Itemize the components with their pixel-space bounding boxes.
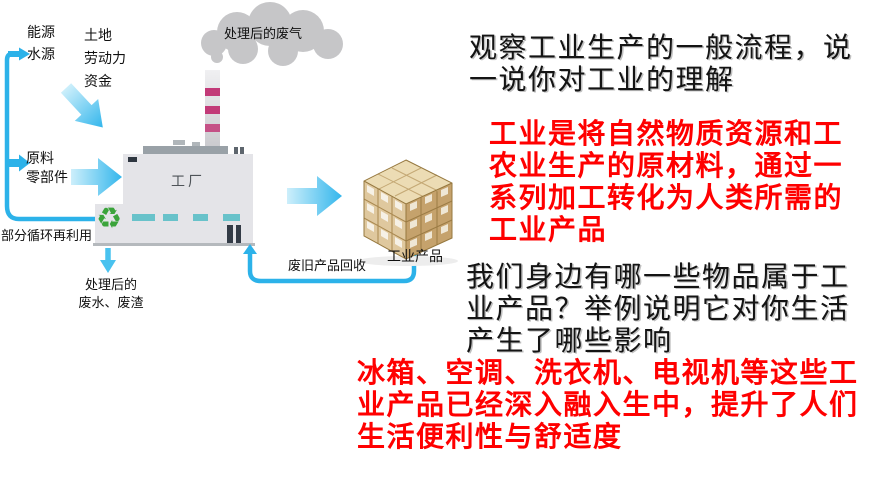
return-arrowhead: [243, 244, 257, 254]
answer-1-line: 系列加工转化为人类所需的: [489, 183, 844, 214]
roof-pipe: [234, 147, 238, 155]
waste-down-arrowhead: [100, 260, 116, 273]
recycle-note-label: 部分循环再利用: [1, 228, 93, 243]
factory-roof-band: [143, 146, 228, 155]
label-line: 土地: [84, 29, 112, 44]
facade-slit: [128, 157, 137, 162]
factors-arrow: [60, 83, 103, 128]
question-1: 观察工业生产的一般流程，说 一说你对工业的理解: [469, 33, 853, 97]
product-return-line: [247, 250, 417, 284]
flow-arrowheads: [7, 47, 257, 254]
label-line: 废水、废渣: [78, 295, 144, 310]
answer-2-line: 冰箱、空调、洗衣机、电视机等这些工: [357, 358, 859, 389]
answer-1: 工业是将自然物质资源和工 农业生产的原材料，通过一 系列加工转化为人类所需的 工…: [489, 119, 843, 247]
box-labels-right: [410, 187, 448, 248]
factory-windows: [132, 214, 240, 221]
energy-water-label: 能源 水源: [27, 23, 55, 67]
label-line: 处理后的: [84, 277, 137, 292]
label-line: 劳动力: [84, 52, 126, 67]
answer-1-line: 工业是将自然物质资源和工: [489, 119, 844, 150]
factory-base: [93, 243, 255, 246]
recycle-icon: ♻: [96, 201, 122, 235]
raw-materials-label: 原料 零部件: [26, 150, 68, 188]
answer-1-line: 农业生产的原材料，通过一: [489, 151, 844, 182]
materials-arrow-big: [71, 158, 122, 196]
materials-arrow-small: [7, 154, 30, 172]
box-grid-top: [377, 167, 439, 198]
factory-annex: [95, 204, 123, 244]
label-line: 原料: [26, 152, 54, 167]
box-outline: [363, 159, 453, 260]
question-2: 我们身边有哪一些物品属于工 业产品？举例说明它对你生活 产生了哪些影响: [466, 262, 850, 358]
roof-pipe: [240, 147, 244, 155]
factory-doors: [227, 225, 241, 243]
question-1-line: 观察工业生产的一般流程，说: [469, 33, 853, 64]
factory-label: 工厂: [171, 175, 205, 190]
recycle-input-line: [4, 51, 95, 222]
box-grid-left: [363, 189, 407, 251]
exhaust-cloud: [201, 2, 343, 66]
question-2-line: 业产品？举例说明它对你生活: [466, 294, 850, 325]
answer-2-line: 业产品已经深入融入生中，提升了人们: [357, 390, 859, 421]
roof-vent: [192, 142, 200, 146]
box-grid-right: [405, 190, 453, 252]
treated-waste-label: 处理后的 废水、废渣: [58, 276, 164, 312]
label-line: 资金: [84, 75, 112, 90]
land-labor-capital-label: 土地 劳动力 资金: [84, 25, 126, 94]
question-2-line: 我们身边有哪一些物品属于工: [466, 262, 850, 293]
chimney-stripes: [205, 88, 220, 132]
question-2-line: 产生了哪些影响: [466, 326, 673, 357]
question-1-line: 一说你对工业的理解: [469, 65, 735, 96]
label-line: 水源: [27, 48, 55, 63]
products-arrow: [287, 176, 342, 216]
answer-1-line: 工业产品: [489, 215, 608, 246]
product-recycling-label: 废旧产品回收: [288, 258, 367, 273]
label-line: 零部件: [26, 171, 68, 186]
answer-2-line: 生活便利性与舒适度: [357, 422, 623, 453]
answer-2: 冰箱、空调、洗衣机、电视机等这些工 业产品已经深入融入生中，提升了人们 生活便利…: [357, 358, 859, 454]
label-line: 能源: [27, 26, 55, 41]
industrial-products-label: 工业产品: [387, 250, 443, 265]
product-boxes: [358, 159, 458, 266]
box-labels-left: [367, 185, 402, 248]
roof-vent: [173, 140, 185, 145]
water-arrow: [8, 47, 30, 61]
exhaust-cloud-label: 处理后的废气: [224, 26, 303, 41]
